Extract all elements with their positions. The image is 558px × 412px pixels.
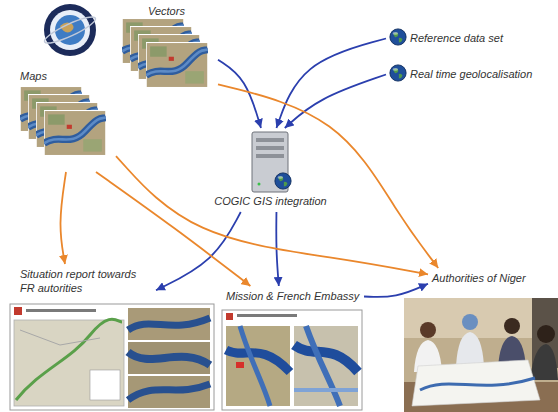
report-map-line xyxy=(16,319,122,400)
flow-arrow xyxy=(276,39,386,129)
report-logo xyxy=(14,307,22,315)
photo-person-head xyxy=(462,314,478,330)
mission-marker xyxy=(236,362,244,368)
flow-arrow xyxy=(285,75,386,129)
node-label: Authorities of Niger xyxy=(432,271,526,285)
report-screenshot xyxy=(10,304,214,410)
data-source-label: Reference data set xyxy=(386,29,507,48)
mission-screenshot xyxy=(222,310,362,410)
globe-icon xyxy=(390,29,406,45)
report-main-map xyxy=(14,320,124,406)
mission-river xyxy=(240,326,270,406)
server-icon xyxy=(252,132,291,192)
globe-icon xyxy=(390,65,406,81)
logo-emblem xyxy=(42,4,98,56)
node-label: Vectors xyxy=(148,4,214,18)
node-label: Reference data set xyxy=(410,31,503,45)
report-panel xyxy=(128,376,210,408)
report-map-road xyxy=(20,330,100,345)
photo-person-body xyxy=(456,332,484,366)
mission-logo xyxy=(226,313,233,320)
report-panel xyxy=(128,342,210,374)
recipient-label: Authorities of Niger xyxy=(428,268,530,289)
data-source-label: Real time geolocalisation xyxy=(386,65,537,84)
node-label: Situation report towards FR autorities xyxy=(20,267,152,296)
server-slot xyxy=(256,154,284,158)
node-label: Real time geolocalisation xyxy=(410,67,533,81)
report-river xyxy=(128,352,210,365)
map-stack-label: Maps xyxy=(16,66,116,172)
mission-heading-bar xyxy=(237,314,297,317)
server-slot xyxy=(256,138,284,142)
meeting-photo xyxy=(404,298,558,412)
photo-paper-map xyxy=(412,360,540,406)
photo-person-body xyxy=(530,344,558,380)
output-label: Situation report towards FR autorities xyxy=(16,264,156,299)
server-led xyxy=(258,183,261,186)
photo-map-river xyxy=(420,378,535,390)
flow-arrow xyxy=(364,284,428,297)
flow-arrow xyxy=(60,172,66,264)
node-label: COGIC GIS integration xyxy=(214,194,327,208)
photo-person-head xyxy=(537,325,555,343)
photo-person-head xyxy=(420,322,436,338)
node-label: Mission & French Embassy xyxy=(226,289,360,303)
map-tile xyxy=(44,110,106,155)
report-heading-bar xyxy=(26,309,96,312)
recipient-label: Mission & French Embassy xyxy=(222,286,364,307)
photo-wall xyxy=(404,298,558,412)
report-page xyxy=(10,304,214,410)
photo-person-head xyxy=(504,318,520,334)
report-river xyxy=(128,384,210,400)
mission-flood-area xyxy=(294,388,358,392)
mission-page xyxy=(222,310,362,410)
server-slot xyxy=(256,146,284,150)
map-stack xyxy=(20,86,106,155)
globe-icon xyxy=(275,173,291,189)
report-map-legend-box xyxy=(90,370,120,400)
logo-orbit xyxy=(42,13,98,48)
report-panel xyxy=(128,308,210,340)
vector-stack-label: Vectors xyxy=(118,1,218,99)
logo-ring xyxy=(44,4,96,56)
mission-panel xyxy=(294,326,358,406)
gis-server-node: COGIC GIS integration xyxy=(211,128,330,212)
mission-river xyxy=(306,326,340,406)
vector-stack xyxy=(122,18,208,87)
node-label: Maps xyxy=(20,69,112,83)
flow-arrow xyxy=(218,84,438,268)
report-river xyxy=(128,318,210,330)
mission-panel xyxy=(226,326,290,406)
map-tile xyxy=(146,42,208,87)
flow-arrow xyxy=(116,156,428,274)
